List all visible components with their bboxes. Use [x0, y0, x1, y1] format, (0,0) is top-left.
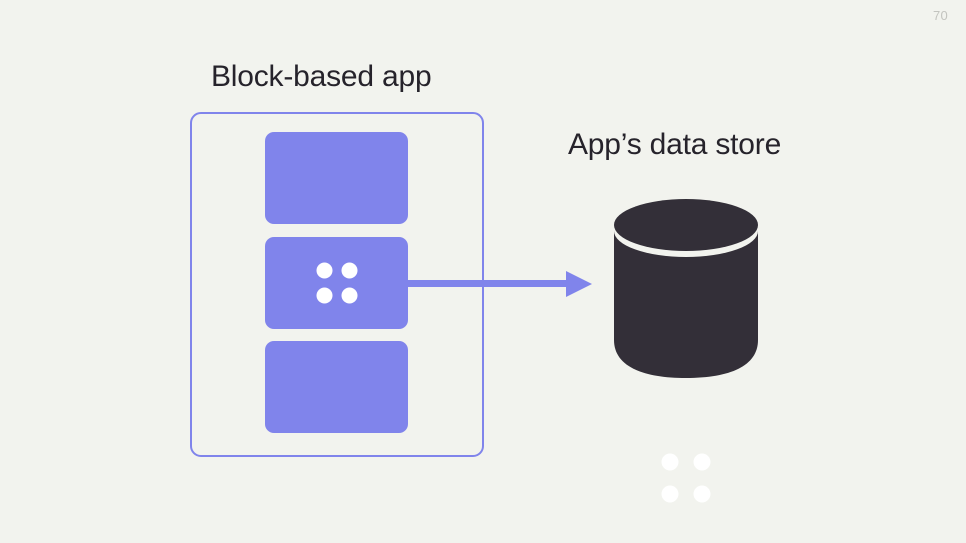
data-dot: [661, 485, 679, 503]
block-based-app-title: Block-based app: [211, 60, 432, 93]
database-cylinder-icon: [614, 199, 758, 378]
data-dot: [316, 287, 332, 304]
app-block-2: [265, 237, 408, 329]
page-number: 70: [932, 8, 948, 23]
app-block-3: [265, 341, 408, 433]
app-data-store-title: App’s data store: [568, 128, 782, 161]
data-store-cylinder: [610, 190, 762, 503]
data-dot: [341, 287, 357, 304]
data-dot: [341, 262, 357, 279]
data-dot: [316, 262, 332, 279]
data-flow-arrow-icon: [406, 271, 592, 297]
app-block-1: [265, 132, 408, 224]
data-dot: [693, 453, 711, 471]
data-dot: [661, 453, 679, 471]
data-dot: [693, 485, 711, 503]
data-dots-icon: [316, 262, 357, 304]
data-dots-icon: [661, 453, 711, 503]
